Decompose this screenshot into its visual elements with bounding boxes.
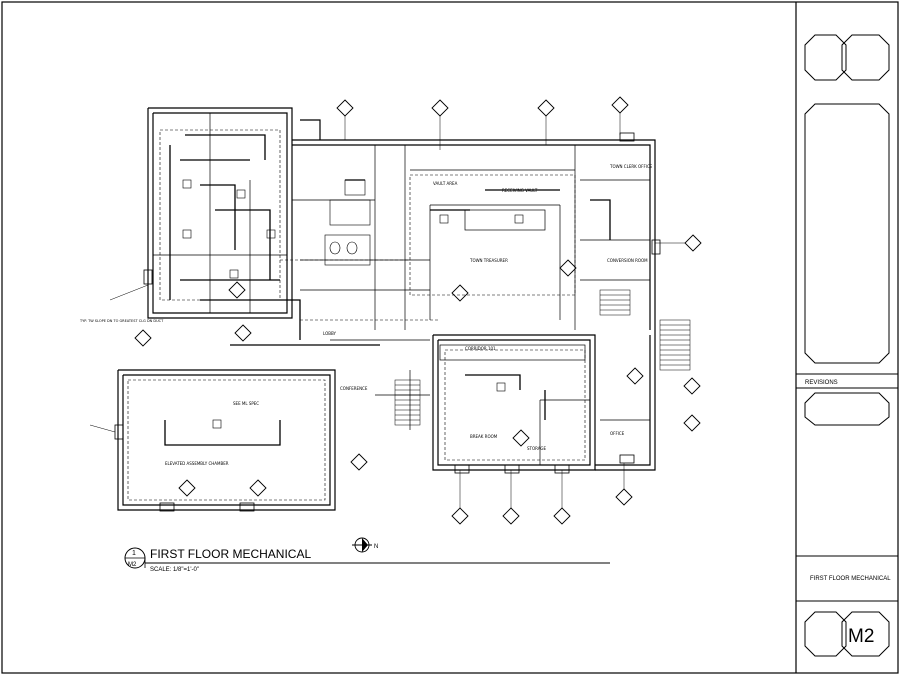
- project-info-panel: [804, 103, 890, 364]
- room-office: OFFICE: [610, 431, 625, 436]
- windows: [114, 132, 661, 512]
- drawing-scale: SCALE: 1/8"=1'-0": [150, 567, 199, 573]
- interior-walls: [153, 113, 650, 465]
- room-lobby: LOBBY: [323, 331, 337, 336]
- drawing-title-block: 1 M2 FIRST FLOOR MECHANICAL SCALE: 1/8"=…: [124, 537, 610, 573]
- section-markers: [134, 96, 702, 525]
- tag-offset-note: TYP. TW SLOPE DN TO GREATEST CLG DN DUCT: [79, 319, 164, 323]
- marker-leaders: [89, 113, 685, 508]
- room-storage: STORAGE: [527, 446, 547, 451]
- revisions-label: REVISIONS: [805, 380, 838, 386]
- return-ducts: [127, 129, 586, 501]
- sheet-title-label: FIRST FLOOR MECHANICAL: [810, 576, 891, 582]
- revisions-box: [804, 392, 890, 426]
- logo-octagon-right: [841, 34, 890, 81]
- drawing-title: FIRST FLOOR MECHANICAL: [150, 547, 311, 561]
- floor-plan: [89, 96, 702, 525]
- room-conference: CONFERENCE: [340, 386, 368, 391]
- exterior-walls: [117, 107, 656, 511]
- detail-number: 1: [132, 550, 136, 557]
- room-break: BREAK ROOM: [470, 434, 498, 439]
- room-treasurer: TOWN TREASURER: [469, 258, 508, 263]
- room-corridor: CORRIDOR 101: [465, 346, 496, 351]
- room-vault2: RECEIVING VAULT: [502, 188, 538, 193]
- room-vault: VAULT AREA: [433, 181, 458, 186]
- detail-sheet: M2: [128, 562, 137, 568]
- room-labels: ELEVATED ASSEMBLY CHAMBER CORRIDOR 101 V…: [79, 164, 653, 466]
- room-assembly: ELEVATED ASSEMBLY CHAMBER: [165, 461, 229, 466]
- room-conv: CONVERSION ROOM: [607, 258, 648, 263]
- sheet-number-label: M2: [848, 626, 874, 647]
- tag-gauge: SEE ML SPEC: [233, 401, 259, 406]
- north-arrow-icon: N: [352, 537, 378, 553]
- diffusers: [182, 179, 524, 429]
- svg-text:N: N: [374, 544, 378, 550]
- title-block: [796, 34, 898, 657]
- sheet-number-octagon-left: [804, 611, 847, 657]
- sheet-number-octagon-right: [841, 611, 890, 657]
- logo-octagon-left: [804, 34, 847, 81]
- room-clerk: TOWN CLERK OFFICE: [609, 164, 653, 169]
- stairs: [394, 289, 691, 426]
- restroom-fixtures: [324, 179, 371, 266]
